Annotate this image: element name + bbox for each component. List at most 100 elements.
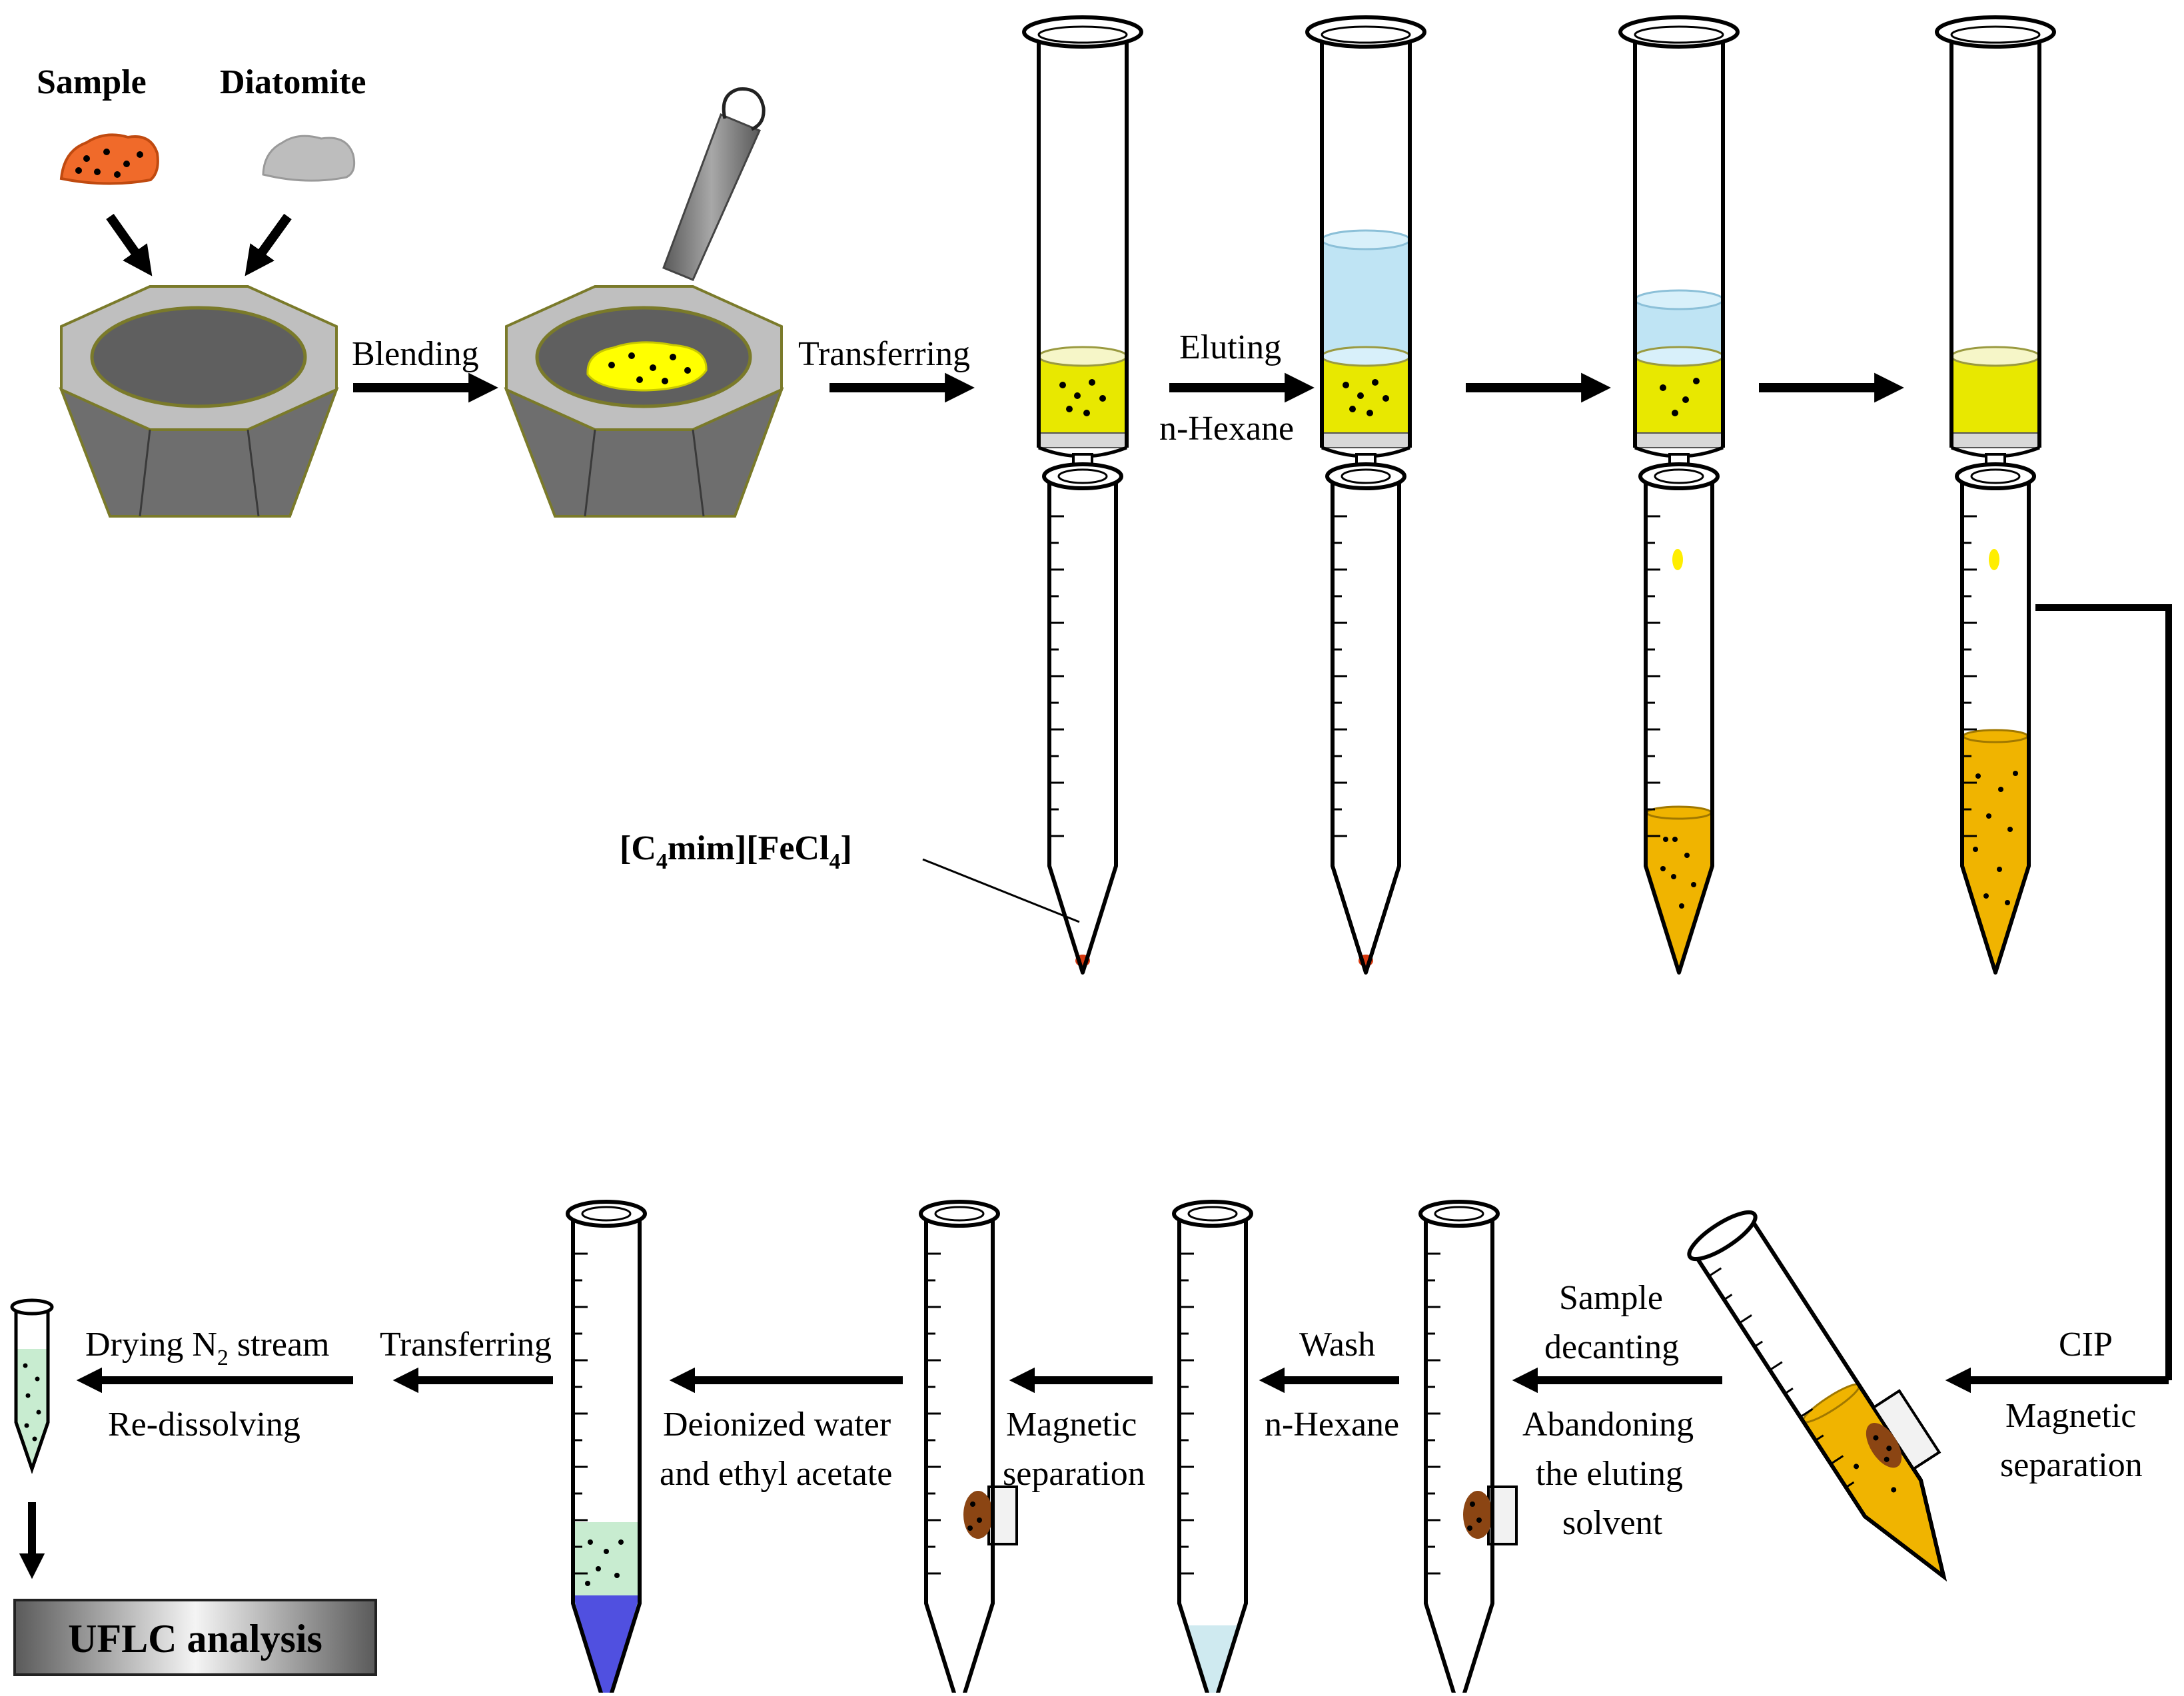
ionic-liquid-leader-line [922, 858, 1080, 923]
tube-inner-rim [1434, 1206, 1484, 1222]
abandoning-line-2: the eluting [1536, 1455, 1683, 1493]
particle-dot [1089, 379, 1095, 386]
tube-decanted [1418, 1200, 1518, 1696]
particle-dot [1476, 1517, 1482, 1523]
tilted-tube-with-magnet [1687, 1210, 1947, 1582]
packing-top [1037, 346, 1128, 367]
tube-inner-rim [1341, 468, 1391, 484]
tube-opening [1325, 462, 1406, 490]
mag-left-line-2: separation [1003, 1455, 1145, 1493]
particle-dot [1467, 1525, 1472, 1531]
arrow-sample-to-mortar [106, 213, 153, 276]
tube-opening [1042, 462, 1123, 490]
particle-dot [1998, 787, 2003, 792]
particle-dot [1973, 847, 1978, 852]
particle-dot [967, 1525, 973, 1531]
particle-dot [1343, 382, 1349, 388]
particle-dot [618, 1539, 624, 1545]
packing-top [1950, 346, 2041, 367]
scale-tick [1800, 1408, 1814, 1418]
particle-dot [1682, 396, 1689, 403]
column-flange [1305, 15, 1426, 49]
tube-opening [1638, 462, 1720, 490]
frit [1951, 432, 2040, 448]
column-and-tube-row [1022, 15, 2056, 975]
tube-outline [1177, 1214, 1248, 1696]
tube-small-eluate [1638, 462, 1720, 975]
drying-text-b: stream [229, 1326, 330, 1364]
tube-body [1049, 476, 1116, 973]
particle-dot [1372, 379, 1378, 386]
tube-inner-rim [581, 1206, 632, 1222]
particle-dot [1074, 392, 1081, 399]
particle-dot [1691, 882, 1696, 887]
tube-magnetic-separation [919, 1200, 1018, 1696]
particle-dot [1671, 874, 1676, 879]
particle-dot [614, 1573, 620, 1578]
scale-tick [1723, 1294, 1733, 1301]
tube-inner-rim [934, 1206, 985, 1222]
tube-inner-rim [1057, 468, 1108, 484]
particle-dot [1382, 395, 1389, 402]
yellow-drop [1989, 549, 1999, 570]
particle-dot [1672, 410, 1678, 416]
particle-dot [1470, 1501, 1475, 1507]
tube-outline [571, 1214, 642, 1696]
tube-hexane-wash [1172, 1200, 1253, 1696]
tube-liquid [1962, 736, 2029, 973]
wash-label: Wash [1299, 1326, 1375, 1364]
deionized-line-2: and ethyl acetate [660, 1455, 892, 1493]
packing-top [1321, 346, 1411, 367]
scale-tick [1784, 1388, 1794, 1395]
yellow-drop [1672, 549, 1683, 570]
sample-label: Sample [37, 63, 147, 101]
mag-right-line-1: Magnetic [2005, 1397, 2136, 1435]
ionic-liquid-label: [C4mim][FeCl4] [620, 829, 852, 874]
particle-dot [588, 1539, 593, 1545]
diatomite-label: Diatomite [220, 63, 366, 101]
column-flange [1935, 15, 2056, 49]
scale-tick [1738, 1314, 1752, 1324]
packing-layer [1951, 356, 2039, 433]
tube-outline [1960, 476, 2031, 975]
particle-dot [1357, 392, 1364, 399]
tube-body [1179, 1214, 1246, 1696]
particle-dot [1066, 406, 1073, 412]
tube-with-ionic-liquid [1325, 462, 1406, 975]
eluent-layer [1322, 240, 1410, 356]
spe-column [1618, 15, 1740, 478]
connector-line [2035, 604, 2172, 1380]
tube-final-transfer [566, 1200, 647, 1696]
magnetic-particles [963, 1491, 993, 1539]
n-hexane-top-label: n-Hexane [1159, 410, 1294, 448]
sample-powder [59, 133, 159, 185]
scale-tick [1708, 1267, 1722, 1278]
frit [1038, 432, 1127, 448]
tube-body [1333, 476, 1399, 973]
decanting-line-2: decanting [1544, 1328, 1679, 1366]
tube-inner-rim [1654, 468, 1704, 484]
scale-tick [1754, 1340, 1764, 1348]
scale-tick [1815, 1434, 1824, 1442]
tube-large-eluate [1955, 462, 2036, 975]
tube-opening [566, 1200, 647, 1228]
bottom-tube-row [566, 1200, 1518, 1696]
tube-body [926, 1214, 993, 1696]
re-dissolving-label: Re-dissolving [108, 1406, 300, 1444]
particle-dot [970, 1501, 975, 1507]
drying-label: Drying N2 stream [85, 1326, 329, 1370]
transferring-bottom-label: Transferring [380, 1326, 552, 1364]
particle-dot [1660, 866, 1666, 871]
particle-dot [1672, 837, 1678, 842]
tube-body [1426, 1214, 1492, 1696]
tube-lower-liquid [573, 1595, 640, 1696]
cip-label: CIP [2059, 1326, 2113, 1364]
particle-dot [1099, 395, 1106, 402]
particle-dot [1693, 378, 1700, 384]
mag-right-line-2: separation [2000, 1446, 2143, 1484]
column-flange [1022, 15, 1143, 49]
tube-liquid [1646, 813, 1712, 973]
